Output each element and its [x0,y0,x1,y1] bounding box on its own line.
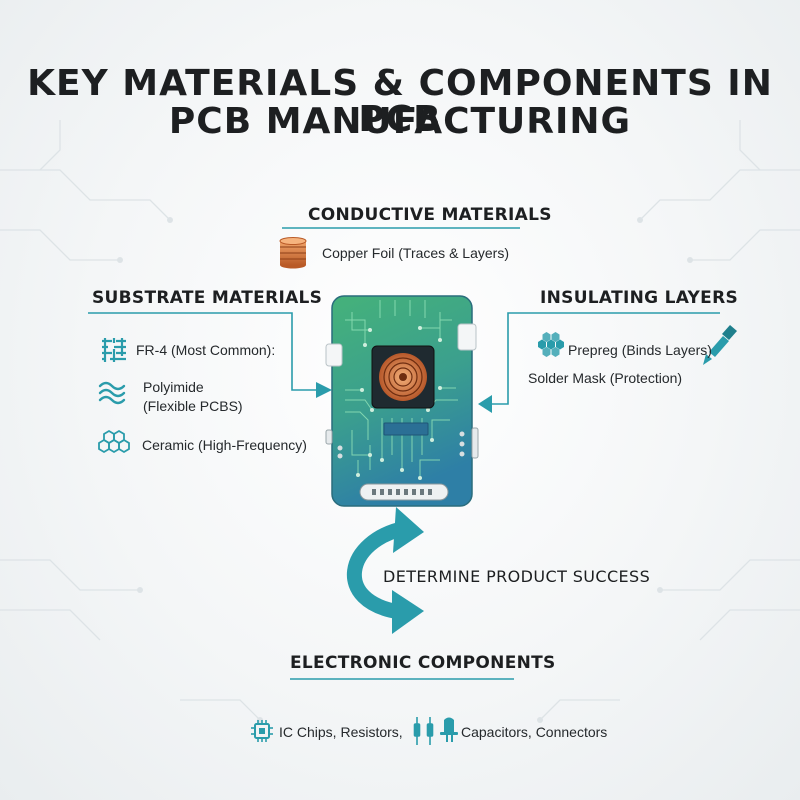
polyimide-label: Polyimide [143,379,204,395]
fr4-label: FR-4 (Most Common): [136,342,276,358]
copper-foil-label: Copper Foil (Traces & Layers) [322,245,509,261]
page-title-line-2: PCB MANUFACTURING [168,101,632,142]
insulating-layers-heading: INSULATING LAYERS [540,288,739,308]
ceramic-label: Ceramic (High-Frequency) [142,437,307,453]
solder-mask-label: Solder Mask (Protection) [528,370,683,386]
substrate-materials-heading: SUBSTRATE MATERIALS [92,288,323,308]
page-title-line-1: KEY MATERIALS & COMPONENTS IN PCB [27,63,773,140]
components-list-part-1: IC Chips, Resistors, [279,724,403,740]
components-list-part-2: Capacitors, Connectors [461,724,608,740]
flexible-pcbs-label: (Flexible PCBS) [143,398,243,414]
electronic-components-heading: ELECTRONIC COMPONENTS [290,653,556,673]
conductive-materials-heading: CONDUCTIVE MATERIALS [308,205,552,225]
prepreg-label: Prepreg (Binds Layers) [568,342,712,358]
determine-product-success-label: DETERMINE PRODUCT SUCCESS [383,567,651,586]
